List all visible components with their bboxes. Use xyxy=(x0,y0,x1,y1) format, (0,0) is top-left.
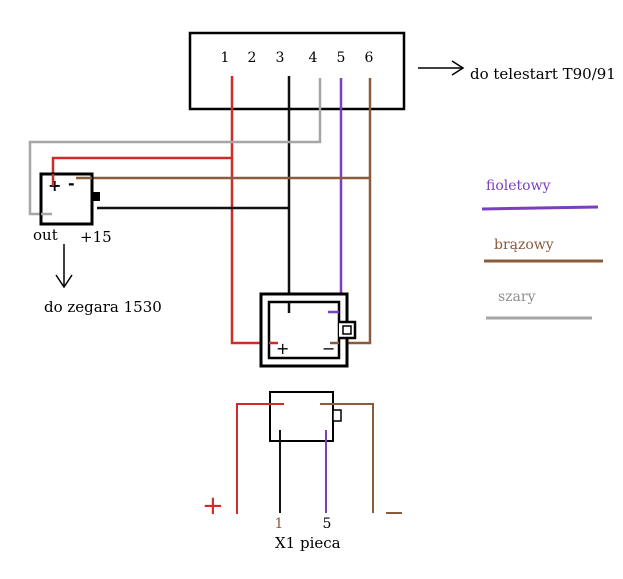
telestart-arrow xyxy=(418,60,465,76)
x1-pin-5: 5 xyxy=(323,516,332,532)
relay-minus: - xyxy=(68,174,75,193)
x1-plus: + xyxy=(202,491,224,521)
legend-label-fioletowy: fioletowy xyxy=(486,178,551,194)
connector-pin-1: 1 xyxy=(221,50,230,66)
connector-box xyxy=(188,31,406,111)
legend-line-fioletowy xyxy=(481,205,599,211)
telestart-connector: 1 2 3 4 5 6 xyxy=(188,31,406,111)
x1-tab xyxy=(332,409,342,422)
x1-wire-red xyxy=(236,403,284,514)
clock-arrow xyxy=(55,244,73,289)
legend-label-brazowy: brązowy xyxy=(494,237,554,253)
relay-tab xyxy=(92,192,100,201)
module-outer-box xyxy=(259,292,349,368)
module-plus: + xyxy=(276,339,289,358)
x1-label: X1 pieca xyxy=(275,534,341,552)
relay-plus15-label: +15 xyxy=(80,228,112,246)
clock-label: do zegara 1530 xyxy=(44,298,162,316)
module: + − xyxy=(259,292,357,368)
relay-out-label: out xyxy=(33,226,58,244)
relay: + - xyxy=(39,172,100,226)
connector-pin-5: 5 xyxy=(337,50,346,66)
connector-pin-4: 4 xyxy=(309,50,318,66)
wire-grey xyxy=(28,78,322,216)
x1-connector xyxy=(236,391,374,514)
module-minus: − xyxy=(322,339,335,358)
connector-pin-2: 2 xyxy=(248,50,257,66)
telestart-label: do telestart T90/91 xyxy=(470,65,616,83)
legend: fioletowy brązowy szary xyxy=(481,178,603,320)
wire-purple xyxy=(328,78,343,314)
connector-pin-6: 6 xyxy=(365,50,374,66)
connector-pin-3: 3 xyxy=(276,50,285,66)
relay-box xyxy=(39,172,94,226)
x1-wire-brown xyxy=(320,403,374,513)
relay-plus: + xyxy=(48,176,61,195)
x1-pin-1: 1 xyxy=(275,516,284,532)
legend-label-szary: szary xyxy=(498,289,536,305)
